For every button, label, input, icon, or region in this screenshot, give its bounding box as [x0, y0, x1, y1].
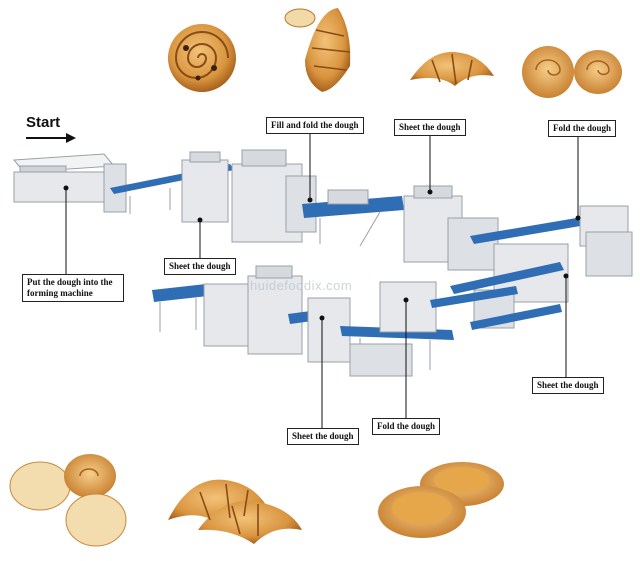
- lower-conveyor-end: [430, 286, 562, 330]
- step-sheet-right: Sheet the dough: [532, 377, 604, 394]
- step-sheet-top: Sheet the dough: [394, 119, 466, 136]
- leader-dots: [63, 185, 581, 321]
- forming-machine: [12, 153, 127, 213]
- pastry-flat-cakes: [378, 462, 504, 538]
- step-fill-fold: Fill and fold the dough: [266, 117, 364, 134]
- start-label: Start: [26, 114, 61, 131]
- lower-conveyor-start: [152, 284, 208, 332]
- pastry-croissant-cut: [284, 8, 351, 92]
- pastry-broken-buns: [9, 454, 127, 547]
- pastry-layered-pies: [522, 46, 622, 98]
- step-fold-top: Fold the dough: [548, 120, 617, 137]
- step-sheet-mid: Sheet the dough: [164, 258, 236, 275]
- step-sheet-bottom: Sheet the dough: [287, 428, 359, 445]
- pastry-croissant-small: [410, 51, 494, 86]
- lower-folder: [349, 281, 437, 377]
- upper-machine-fill-fold: [231, 149, 317, 243]
- watermark: huidefoodix.com: [250, 278, 353, 293]
- pastry-spiral-roll: [168, 24, 236, 92]
- step-fold-bottom: Fold the dough: [372, 418, 441, 435]
- upper-sheeter: [403, 185, 499, 271]
- upper-conveyor-2: [302, 189, 404, 247]
- upper-conveyor-3: [470, 205, 633, 277]
- step-put-dough: Put the dough into the forming machine: [22, 274, 124, 302]
- start-arrow-icon: [26, 133, 76, 143]
- upper-machine-a: [181, 151, 229, 223]
- leader-lines: [65, 132, 579, 428]
- lower-machine-a: [203, 265, 303, 355]
- pastry-croissants-pair: [168, 479, 302, 544]
